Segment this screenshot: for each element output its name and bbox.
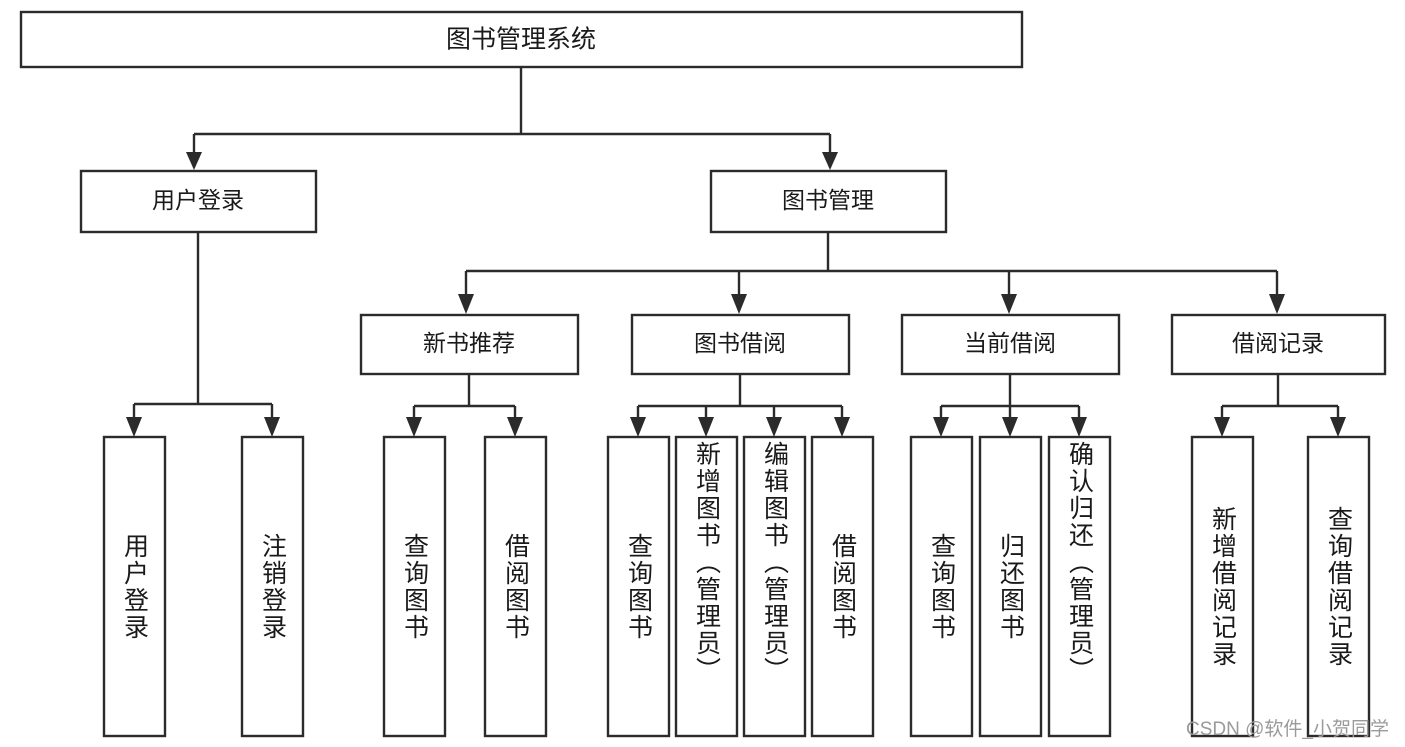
user-login-label: 用户登录	[152, 187, 244, 213]
leaf-box-bb-add-book[interactable]	[674, 435, 739, 738]
leaf-box-bb-query-book[interactable]	[606, 435, 671, 738]
current-borrow-label: 当前借阅	[964, 330, 1056, 356]
leaf-box-nb-query-book[interactable]	[382, 435, 447, 738]
node-book-manage[interactable]: 图书管理	[709, 169, 948, 234]
arrow-bb-leaf-4	[834, 417, 850, 437]
arrow-book-borrow	[731, 294, 747, 314]
book-borrow-label: 图书借阅	[694, 330, 786, 356]
arrow-nb-leaf-1	[406, 417, 422, 437]
borrow-record-box	[1170, 313, 1387, 376]
arrow-bb-leaf-3	[766, 417, 782, 437]
arrow-book-manage	[822, 152, 838, 170]
book-manage-box	[709, 169, 948, 234]
arrow-borrow-record	[1269, 294, 1285, 314]
book-borrow-box	[630, 313, 851, 376]
arrow-current-borrow	[1001, 294, 1017, 314]
leaf-box-bb-edit-book[interactable]	[742, 435, 807, 738]
leaf-box-nb-borrow-book[interactable]	[483, 435, 548, 738]
node-current-borrow[interactable]: 当前借阅	[900, 313, 1121, 376]
new-book-recommend-box	[359, 313, 580, 376]
leaf-box-br-query-record[interactable]	[1306, 435, 1371, 738]
leaf-box-br-add-record[interactable]	[1190, 435, 1255, 738]
node-borrow-record[interactable]: 借阅记录	[1170, 313, 1387, 376]
node-user-login[interactable]: 用户登录	[79, 169, 318, 234]
root-box	[19, 10, 1024, 69]
leaf-box-logout[interactable]	[240, 435, 305, 738]
root-label: 图书管理系统	[446, 26, 596, 54]
arrow-cb-leaf-3	[1071, 417, 1087, 437]
book-manage-label: 图书管理	[782, 187, 874, 213]
arrow-bb-leaf-1	[630, 417, 646, 437]
arrow-nb-leaf-2	[507, 417, 523, 437]
new-book-recommend-label: 新书推荐	[423, 330, 515, 356]
borrow-record-label: 借阅记录	[1232, 330, 1324, 356]
node-book-borrow[interactable]: 图书借阅	[630, 313, 851, 376]
arrow-cb-leaf-2	[1002, 417, 1018, 437]
leaf-box-bb-borrow-book[interactable]	[810, 435, 875, 738]
arrow-leaf-logout	[264, 417, 280, 437]
leaf-box-cb-query-book[interactable]	[909, 435, 974, 738]
arrow-br-leaf-1	[1214, 417, 1230, 437]
node-root[interactable]: 图书管理系统	[19, 10, 1024, 69]
leaf-box-user-login[interactable]	[102, 435, 167, 738]
arrow-bb-leaf-2	[698, 417, 714, 437]
leaf-box-cb-confirm-return[interactable]	[1047, 435, 1112, 738]
arrow-cb-leaf-1	[933, 417, 949, 437]
node-new-book-recommend[interactable]: 新书推荐	[359, 313, 580, 376]
leaf-box-cb-return-book[interactable]	[978, 435, 1043, 738]
arrow-leaf-user-login	[126, 417, 142, 437]
arrow-user-login	[186, 152, 202, 170]
arrow-new-book	[458, 294, 474, 314]
arrow-br-leaf-2	[1330, 417, 1346, 437]
current-borrow-box	[900, 313, 1121, 376]
